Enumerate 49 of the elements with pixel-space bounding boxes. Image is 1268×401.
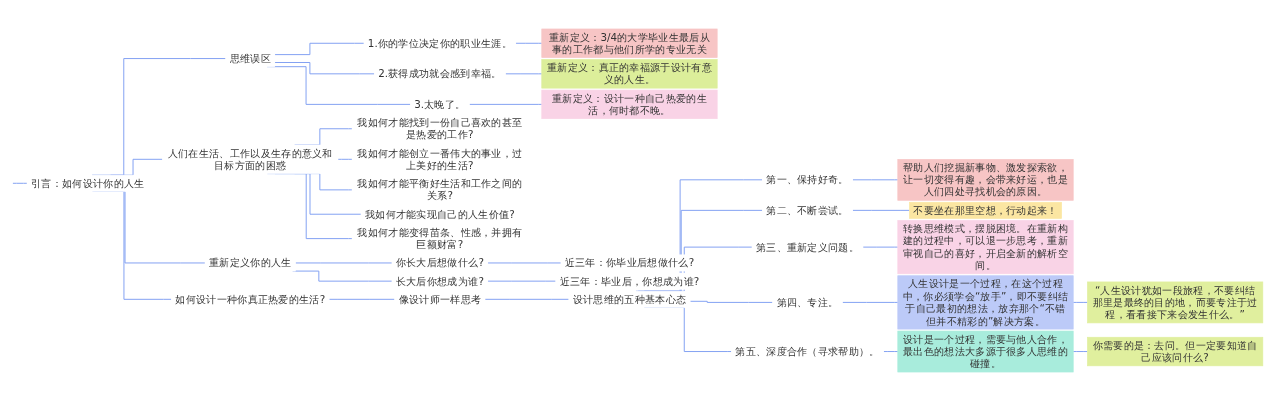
connector bbox=[487, 280, 557, 282]
connector bbox=[515, 42, 543, 44]
node-text: 3.太晚了。 bbox=[414, 98, 466, 111]
connector bbox=[689, 300, 774, 303]
node-text: 第五、深度合作（寻求帮助）。 bbox=[735, 345, 880, 358]
connector bbox=[274, 62, 375, 75]
connector bbox=[841, 301, 899, 303]
node-box: 重新定义：设计一种自己热爱的生活，何时都不晚。 bbox=[541, 89, 718, 119]
connector bbox=[337, 158, 353, 160]
connector bbox=[1072, 351, 1088, 353]
connector bbox=[294, 262, 393, 264]
node-text: 1.你的学位决定你的职业生涯。 bbox=[367, 37, 512, 50]
node-text: 第一、保持好奇。 bbox=[766, 173, 849, 186]
node-box: 设计是一个过程，需要与他人合作，最出色的想法大多源于很多人思维的碰撞。 bbox=[897, 330, 1074, 373]
connector bbox=[484, 298, 570, 300]
node-box: “人生设计犹如一段旅程，不要纠结那里是最终的目的地，而要专注于过程，看看接下来会发生什么。” bbox=[1087, 281, 1264, 324]
node-text: 第三、重新定义问题。 bbox=[755, 240, 860, 254]
connector bbox=[468, 103, 543, 105]
connector bbox=[274, 42, 365, 56]
connector bbox=[12, 182, 28, 184]
connector bbox=[1072, 301, 1088, 303]
connector bbox=[852, 209, 910, 211]
connector bbox=[862, 246, 899, 248]
node-text: 我如何才能平衡好生活和工作之间的关系? bbox=[357, 177, 523, 203]
node-text: 第四、专注。 bbox=[776, 296, 839, 309]
connector bbox=[504, 73, 543, 75]
node-box: 人生设计是一个过程，在这个过程中，你必须学会“放手”，即不要纠结于自己最初的想法，放弃那个“不错但并不精彩的”解决方案。 bbox=[897, 275, 1074, 330]
node-text: 思维误区 bbox=[229, 52, 271, 65]
node-box: 帮助人们挖掘新事物、激发探索欲，让一切变得有趣，会带来好运，也是人们四处寻找机会的原因。 bbox=[897, 159, 1074, 201]
node-box: 重新定义：3/4的大学毕业生最后从事的工作都与他们所学的专业无关 bbox=[541, 28, 718, 58]
node-box: 转换思维模式，摆脱困境。在重新构建的过程中，可以退一步思考，重新审视自己的喜好，开启全新的解析空间。 bbox=[897, 220, 1074, 275]
node-text: 我如何才能变得苗条、性感，并拥有巨额财富? bbox=[357, 226, 523, 251]
connector bbox=[852, 179, 899, 181]
connector bbox=[883, 351, 899, 353]
node-text: 我如何才能实现自己的人生价值? bbox=[364, 208, 515, 221]
node-text: 你长大后想做什么? bbox=[395, 256, 484, 270]
node-box: 重新定义：真正的幸福源于设计有意义的人生。 bbox=[541, 59, 718, 89]
node-box: 不要坐在那里空想，行动起来！ bbox=[909, 201, 1062, 219]
node-text: 第二、不断尝试。 bbox=[766, 204, 849, 217]
node-box: 你需要的是：去问。但一定要知道自己应该问什么? bbox=[1087, 336, 1264, 367]
node-text: 我如何才能创立一番伟大的事业，过上美好的生活? bbox=[357, 146, 523, 172]
node-text: 我如何才能找到一份自己喜欢的甚至是热爱的工作? bbox=[357, 116, 523, 142]
connector bbox=[487, 262, 562, 264]
node-text: 重新定义你的人生 bbox=[208, 256, 292, 270]
node-text: 如何设计一种你真正热爱的生活? bbox=[175, 293, 326, 306]
node-text: 长大后你想成为谁? bbox=[395, 274, 484, 288]
node-text: 2.获得成功就会感到幸福。 bbox=[378, 67, 502, 80]
node-text: 像设计师一样思考 bbox=[398, 293, 482, 306]
connector bbox=[328, 298, 396, 300]
